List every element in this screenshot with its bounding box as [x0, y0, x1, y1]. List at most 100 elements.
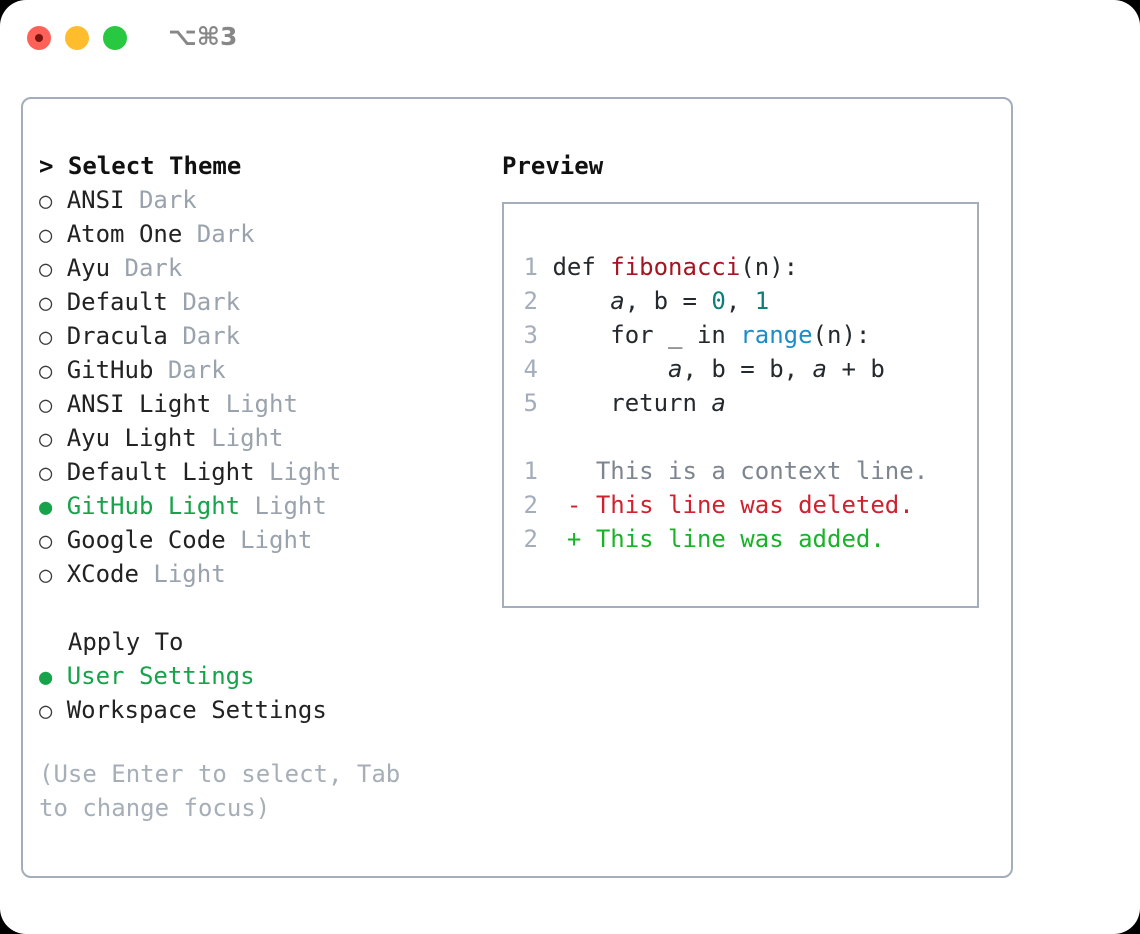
code-token: (n):: [740, 253, 799, 281]
theme-option-kind: Light: [240, 526, 313, 554]
diff-text: This is a context line.: [595, 457, 929, 485]
code-token: fibonacci: [610, 253, 741, 281]
radio-unselected-icon: ○: [39, 223, 53, 248]
diff-sample: 1 This is a context line.2 - This line w…: [516, 454, 971, 556]
theme-section-title-label: Select Theme: [67, 152, 242, 180]
close-icon[interactable]: [27, 26, 51, 50]
theme-option-label: ANSI Light: [66, 390, 212, 418]
theme-option-kind: Dark: [167, 356, 226, 384]
theme-option-github[interactable]: ○ GitHub Dark: [39, 353, 469, 387]
line-number: 2: [523, 525, 538, 553]
code-token: + b: [827, 355, 885, 383]
theme-option-dracula[interactable]: ○ Dracula Dark: [39, 319, 469, 353]
theme-option-kind: Light: [153, 560, 226, 588]
line-number: 3: [523, 321, 538, 349]
code-token: ,: [725, 287, 755, 315]
diff-text: This line was added.: [595, 525, 885, 553]
theme-option-label: XCode: [66, 560, 139, 588]
diff-line-deleted: 2 - This line was deleted.: [516, 488, 971, 522]
apply-to-section-title: Apply To: [39, 625, 469, 659]
code-token: 0: [711, 287, 726, 315]
line-number: 4: [523, 355, 538, 383]
code-token: (n):: [812, 321, 871, 349]
theme-option-ayu[interactable]: ○ Ayu Dark: [39, 251, 469, 285]
diff-line-added: 2 + This line was added.: [516, 522, 971, 556]
radio-unselected-icon: ○: [39, 461, 53, 486]
code-token: [552, 355, 668, 383]
theme-option-label: Ayu Light: [66, 424, 197, 452]
theme-option-kind: Light: [254, 492, 327, 520]
code-line: 5 return a: [516, 386, 971, 420]
code-line: 4 a, b = b, a + b: [516, 352, 971, 386]
diff-marker: -: [566, 491, 596, 519]
theme-list: ○ ANSI Dark○ Atom One Dark○ Ayu Dark○ De…: [39, 183, 469, 591]
diff-line-context: 1 This is a context line.: [516, 454, 971, 488]
preview-title: Preview: [502, 152, 604, 180]
apply-to-list: ● User Settings○ Workspace Settings: [39, 659, 469, 727]
apply-to-option-workspace-settings[interactable]: ○ Workspace Settings: [39, 693, 469, 727]
theme-option-xcode[interactable]: ○ XCode Light: [39, 557, 469, 591]
theme-section-title: > Select Theme: [39, 149, 469, 183]
theme-option-kind: Dark: [182, 288, 241, 316]
code-token: a: [711, 389, 726, 417]
theme-option-kind: Dark: [124, 254, 183, 282]
apply-to-option-user-settings[interactable]: ● User Settings: [39, 659, 469, 693]
theme-option-label: Default Light: [66, 458, 255, 486]
radio-unselected-icon: ○: [39, 257, 53, 282]
theme-option-atom-one[interactable]: ○ Atom One Dark: [39, 217, 469, 251]
theme-option-label: ANSI: [66, 186, 125, 214]
radio-unselected-icon: ○: [39, 427, 53, 452]
code-token: return: [552, 389, 712, 417]
apply-to-title-label: Apply To: [67, 628, 184, 656]
diff-marker: [567, 457, 596, 485]
radio-unselected-icon: ○: [39, 359, 53, 384]
theme-option-kind: Light: [269, 458, 342, 486]
keyboard-shortcut-label: ⌥⌘3: [168, 22, 238, 51]
code-token: a: [812, 355, 827, 383]
radio-selected-icon: ●: [39, 495, 53, 520]
line-number: 1: [523, 253, 538, 281]
theme-option-default[interactable]: ○ Default Dark: [39, 285, 469, 319]
main-panel: > Select Theme ○ ANSI Dark○ Atom One Dar…: [21, 97, 1013, 878]
theme-option-kind: Light: [225, 390, 298, 418]
theme-option-ayu-light[interactable]: ○ Ayu Light Light: [39, 421, 469, 455]
theme-option-default-light[interactable]: ○ Default Light Light: [39, 455, 469, 489]
preview-column: Preview 1 def fibonacci(n):2 a, b = 0, 1…: [502, 149, 992, 608]
radio-unselected-icon: ○: [39, 189, 53, 214]
theme-selector-column: > Select Theme ○ ANSI Dark○ Atom One Dar…: [39, 149, 469, 825]
theme-option-ansi-light[interactable]: ○ ANSI Light Light: [39, 387, 469, 421]
code-token: , b =: [624, 287, 712, 315]
diff-marker: +: [566, 525, 596, 553]
apply-to-option-label: User Settings: [66, 662, 255, 690]
radio-unselected-icon: ○: [39, 529, 53, 554]
theme-option-kind: Dark: [182, 322, 241, 350]
code-token: a: [668, 355, 683, 383]
radio-unselected-icon: ○: [39, 699, 53, 724]
line-number: 2: [523, 491, 538, 519]
code-token: for _ in: [552, 321, 741, 349]
apply-to-option-label: Workspace Settings: [66, 696, 327, 724]
line-number: 2: [523, 287, 538, 315]
theme-option-label: GitHub Light: [66, 492, 241, 520]
traffic-light-buttons: [27, 26, 127, 50]
theme-option-kind: Dark: [138, 186, 197, 214]
code-line: 1 def fibonacci(n):: [516, 250, 971, 284]
minimize-icon[interactable]: [65, 26, 89, 50]
theme-option-ansi[interactable]: ○ ANSI Dark: [39, 183, 469, 217]
radio-unselected-icon: ○: [39, 291, 53, 316]
theme-option-label: Atom One: [66, 220, 183, 248]
code-token: range: [740, 321, 813, 349]
code-token: def: [552, 253, 611, 281]
theme-option-label: GitHub: [66, 356, 154, 384]
maximize-icon[interactable]: [103, 26, 127, 50]
code-line: 2 a, b = 0, 1: [516, 284, 971, 318]
theme-option-label: Google Code: [66, 526, 226, 554]
code-token: , b = b,: [682, 355, 813, 383]
radio-unselected-icon: ○: [39, 563, 53, 588]
theme-option-github-light[interactable]: ● GitHub Light Light: [39, 489, 469, 523]
code-token: [552, 287, 610, 315]
theme-option-google-code[interactable]: ○ Google Code Light: [39, 523, 469, 557]
